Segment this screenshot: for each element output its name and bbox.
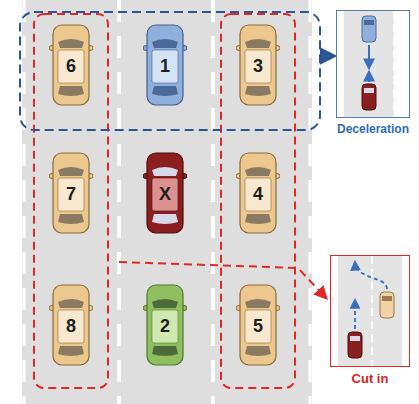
vehicle: 5 [236,284,280,366]
inset-ground [337,11,409,117]
lane-marking [211,0,215,404]
mini-car-window [364,88,374,93]
vehicle-number: 4 [236,181,280,208]
vehicle: 6 [49,24,93,106]
lane-marking [23,0,26,404]
inset-frame [330,255,410,367]
vehicle-number: 3 [236,53,280,80]
scenario-label: Cut in [352,371,389,386]
inset-frame [336,10,410,118]
motion-arrow [368,72,370,82]
vehicle: 8 [49,284,93,366]
mini-car [362,84,376,110]
mini-car [348,332,362,358]
cut-in-path [355,262,387,289]
vehicle: 2 [143,284,187,366]
vehicle-number: X [143,181,187,208]
neighbor-group [34,14,108,388]
motion-arrow [368,45,370,68]
neighbor-group [221,14,295,388]
road-surface [22,0,312,404]
vehicle: X [143,152,187,234]
group-arrow [320,55,334,58]
vehicle-number: 6 [49,53,93,80]
lane-marking [309,0,312,404]
vehicle: 4 [236,152,280,234]
lane-marking [393,11,395,117]
scenario-label: Deceleration [337,122,409,136]
mini-car [380,292,394,318]
inset-road [338,256,402,366]
vehicle-number: 5 [236,313,280,340]
vehicle: 3 [236,24,280,106]
vehicle-number: 7 [49,181,93,208]
vehicle: 7 [49,152,93,234]
mini-car-window [350,336,360,341]
vehicle-number: 8 [49,313,93,340]
mini-car [362,16,376,42]
mini-car-window [382,296,392,301]
inset-road [344,11,394,117]
front-group [20,12,320,130]
scenario-inset: Deceleration [336,10,410,140]
lane-marking [371,256,373,366]
mini-car-window [364,20,374,25]
vehicle-number: 2 [143,313,187,340]
scenario-inset: Cut in [330,255,410,389]
vehicle-number: 1 [143,53,187,80]
vehicle: 1 [143,24,187,106]
inset-ground [331,256,409,366]
lane-marking [117,0,121,404]
motion-arrow [354,300,356,329]
